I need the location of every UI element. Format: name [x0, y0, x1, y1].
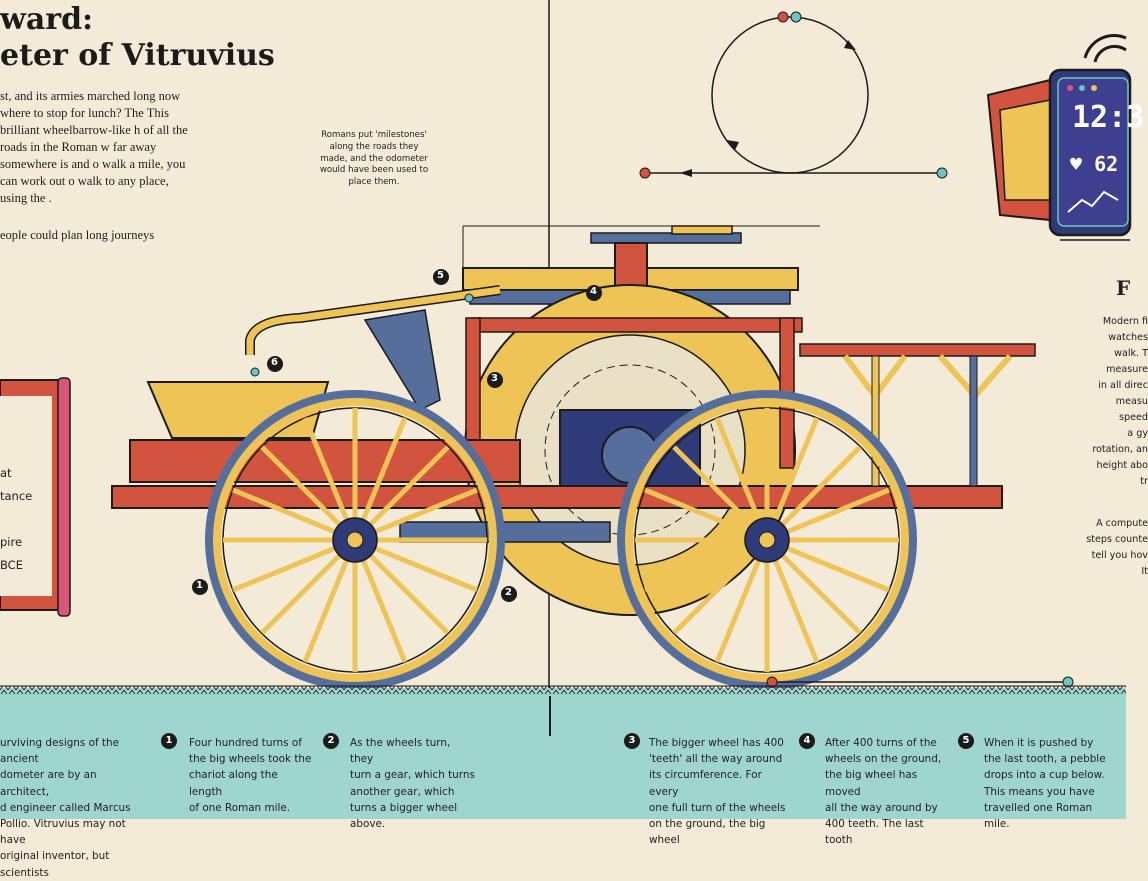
footer-fold-line [549, 696, 551, 736]
step-badge-3: 3 [624, 733, 640, 749]
step-text-4: After 400 turns of the wheels on the gro… [825, 737, 942, 847]
step-text-3: The bigger wheel has 400 'teeth' all the… [649, 737, 786, 847]
step-badge-4: 4 [799, 733, 815, 749]
smartwatch-illustration [986, 34, 1132, 241]
footer-band [0, 688, 1126, 819]
ground-pattern [0, 685, 1126, 694]
sign-text: at tance pire BCE [0, 466, 33, 572]
watch-heart-value: 62 [1094, 152, 1119, 176]
watch-heart-rate: ♥ 62 [1070, 152, 1118, 176]
footer-intro: urviving designs of the ancient dometer … [0, 737, 131, 879]
heart-icon: ♥ [1070, 152, 1083, 176]
mile-circle-diagram [639, 11, 948, 179]
step-badge-2: 2 [323, 733, 339, 749]
intro-paragraph-2: eople could plan long journeys [0, 228, 155, 242]
step-badge-1: 1 [161, 733, 177, 749]
watch-time: 12:3 [1072, 100, 1145, 135]
milestones-callout: Romans put 'milestones' along the roads … [319, 130, 429, 188]
intro-paragraph-1: st, and its armies marched long now wher… [0, 89, 188, 205]
step-text-2: As the wheels turn, they turn a gear, wh… [350, 737, 475, 831]
step-badge-5: 5 [958, 733, 974, 749]
wagon-illustration [0, 225, 1074, 690]
right-section-body: Modern fi watches walk. T measure in all… [1092, 316, 1148, 487]
diagram-number-2: 2 [505, 587, 512, 598]
step-text-1: Four hundred turns of the big wheels too… [189, 737, 312, 814]
diagram-number-badges [192, 269, 602, 602]
diagram-number-3: 3 [491, 373, 498, 384]
page-title: ward: eter of Vitruvius [0, 2, 275, 73]
right-section-body-2: A compute steps counte tell you hov It [1086, 518, 1148, 577]
diagram-number-1: 1 [196, 580, 203, 591]
step-text-5: When it is pushed by the last tooth, a p… [984, 737, 1106, 831]
intro-text: st, and its armies marched long now wher… [0, 88, 190, 244]
right-section-heading: F [1116, 276, 1131, 300]
diagram-number-4: 4 [590, 286, 597, 297]
diagram-number-5: 5 [437, 270, 444, 281]
diagram-number-6: 6 [271, 357, 278, 368]
odometer-illustration [0, 0, 1132, 735]
